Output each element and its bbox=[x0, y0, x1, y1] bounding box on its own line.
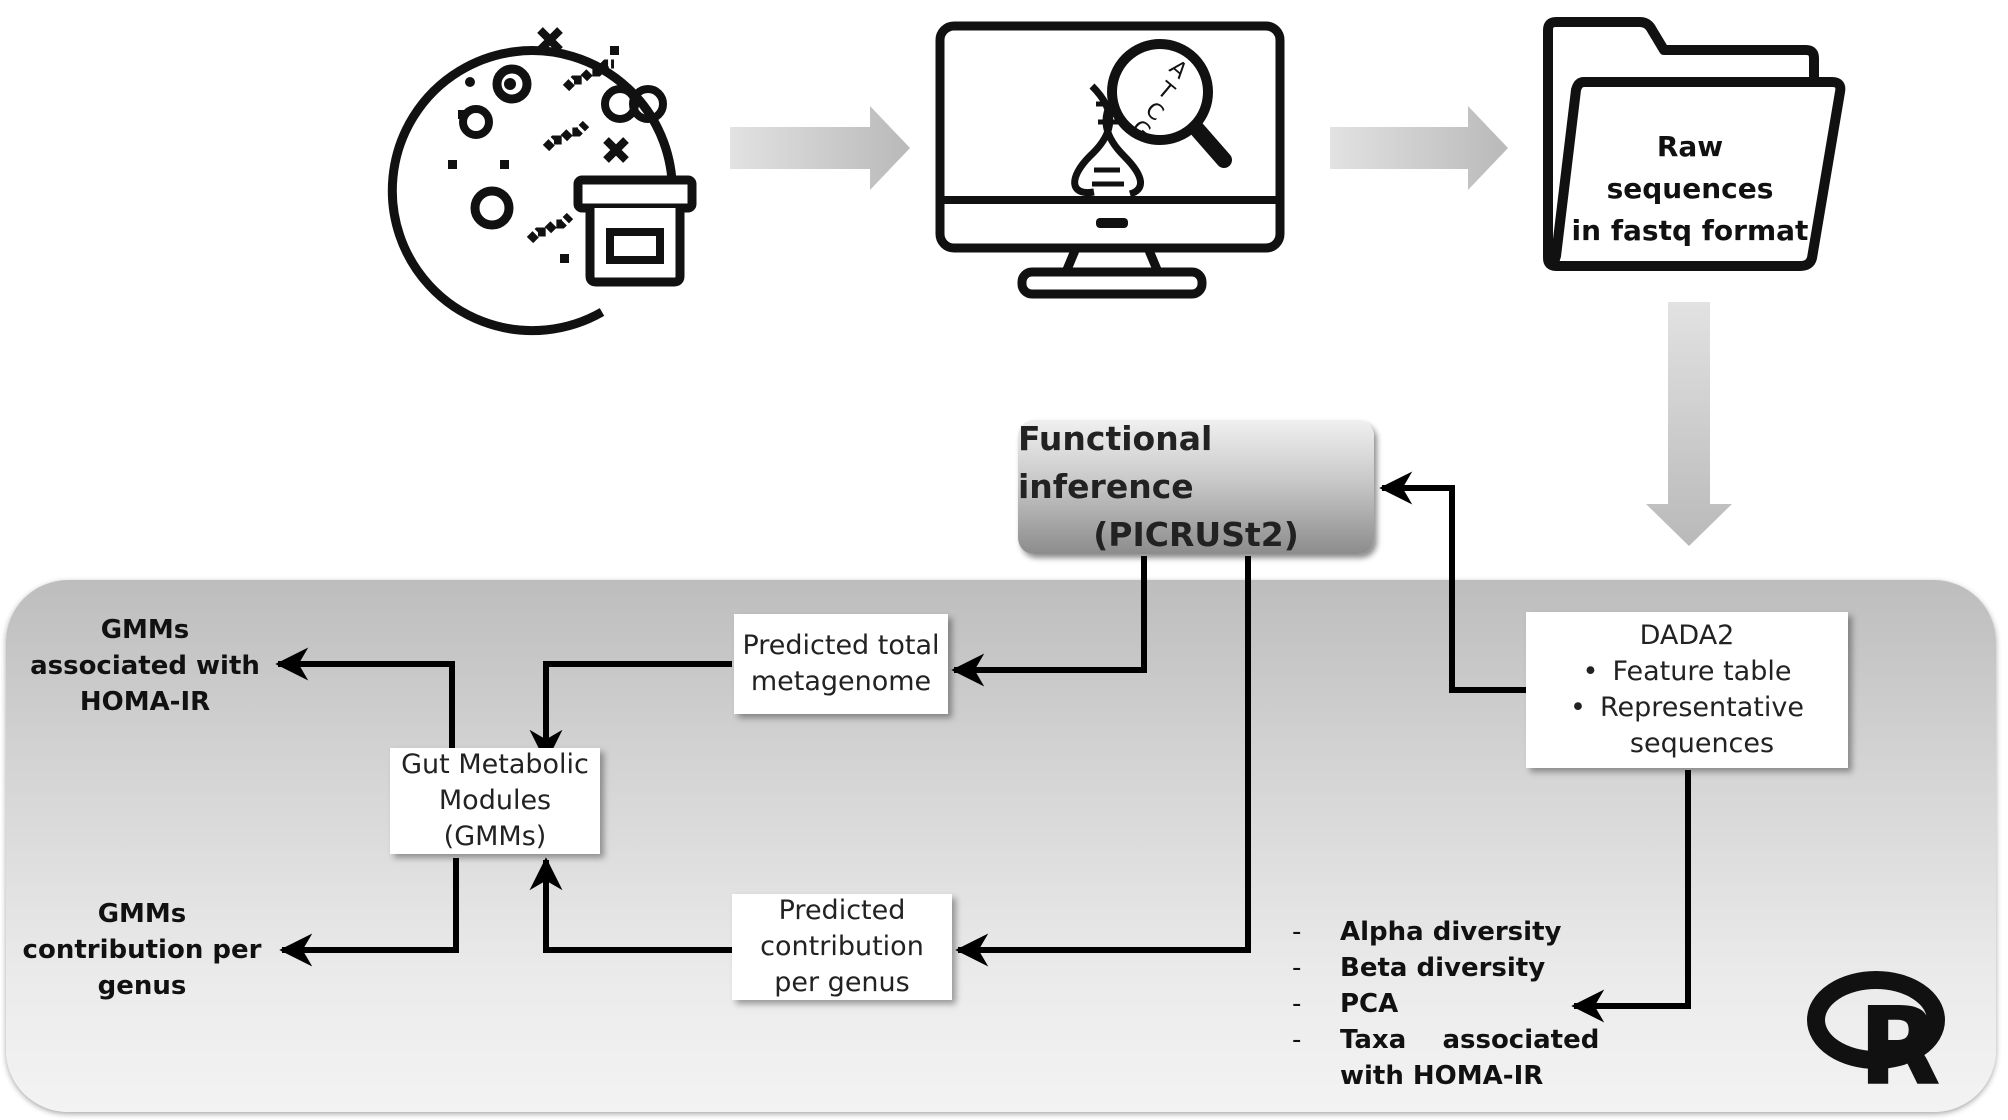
r-output-taxa-line: Taxa associated bbox=[1340, 1025, 1600, 1055]
gmm-genus-line: contribution per bbox=[22, 935, 262, 965]
predicted-contribution-line: per genus bbox=[774, 967, 910, 998]
gmm-homa-line: GMMs bbox=[100, 615, 190, 645]
dada2-item-continuation: sequences bbox=[1629, 728, 1775, 759]
arrow-dada2-to-picrust bbox=[1379, 471, 1526, 693]
flow-arrow-1 bbox=[730, 106, 910, 190]
arrow-gmm-to-homa bbox=[275, 647, 455, 748]
arrow-dada2-to-outputs bbox=[1571, 770, 1691, 1023]
r-output-item: PCA bbox=[1292, 986, 1592, 1022]
folder-icon bbox=[1543, 17, 1846, 271]
gut-metabolic-modules-box: Gut Metabolic Modules (GMMs) bbox=[390, 748, 600, 854]
functional-inference-tool: (PICRUSt2) bbox=[1093, 515, 1299, 554]
predicted-total-metagenome-box: Predicted total metagenome bbox=[734, 614, 948, 714]
gmm-box-line: Modules bbox=[438, 785, 552, 816]
r-output-item: Beta diversity bbox=[1292, 950, 1592, 986]
r-logo-letter: R bbox=[1858, 985, 1941, 1110]
arrow-gmm-to-genus bbox=[279, 858, 459, 967]
predicted-contribution-line: contribution bbox=[760, 931, 924, 962]
arrow-total-to-gmm bbox=[529, 661, 732, 763]
predicted-contribution-line: Predicted bbox=[778, 895, 906, 926]
raw-sequences-line: in fastq format bbox=[1571, 214, 1809, 247]
flow-arrow-3 bbox=[1646, 302, 1732, 546]
dada2-items: Feature table Representative bbox=[1570, 654, 1804, 726]
computer-dna-sequencing-icon: A T C G bbox=[935, 21, 1285, 299]
predicted-total-line: metagenome bbox=[750, 666, 932, 697]
stool-sample-petri-icon bbox=[387, 27, 697, 335]
r-outputs-list: Alpha diversity Beta diversity PCA Taxa … bbox=[1292, 914, 1600, 1094]
r-logo-icon: R bbox=[1807, 971, 1945, 1110]
flow-arrow-2 bbox=[1330, 106, 1508, 190]
arrow-picrust-to-total bbox=[951, 556, 1147, 687]
raw-sequences-line: Raw sequences bbox=[1606, 130, 1774, 205]
gmm-genus-line: GMMs bbox=[97, 899, 187, 929]
r-output-item: Alpha diversity bbox=[1292, 914, 1592, 950]
gmm-box-line: Gut Metabolic bbox=[401, 749, 589, 780]
functional-inference-box: Functional inference (PICRUSt2) bbox=[1018, 419, 1374, 554]
dada2-box: DADA2 Feature table Representative seque… bbox=[1526, 612, 1848, 768]
arrow-contribution-to-gmm bbox=[529, 857, 732, 953]
gmm-box-line: (GMMs) bbox=[443, 821, 547, 852]
functional-inference-title: Functional inference bbox=[1018, 419, 1213, 506]
gmm-genus-output: GMMs contribution per genus bbox=[22, 896, 262, 1004]
dada2-title: DADA2 bbox=[1639, 620, 1735, 651]
r-output-item-taxa: Taxa associated with HOMA-IR bbox=[1292, 1022, 1600, 1094]
gmm-homa-line: associated with bbox=[30, 651, 260, 681]
gmm-genus-line: genus bbox=[97, 971, 187, 1001]
gmm-homa-output: GMMs associated with HOMA-IR bbox=[30, 612, 260, 720]
dada2-item: Feature table bbox=[1570, 654, 1804, 690]
arrow-picrust-to-contribution bbox=[955, 556, 1251, 967]
r-output-taxa-line: with HOMA-IR bbox=[1340, 1061, 1544, 1091]
predicted-total-line: Predicted total bbox=[742, 630, 940, 661]
gmm-homa-line: HOMA-IR bbox=[79, 687, 211, 717]
raw-sequences-label: Raw sequences in fastq format bbox=[1570, 126, 1810, 252]
connector-arrows bbox=[275, 471, 1691, 1023]
predicted-contribution-box: Predicted contribution per genus bbox=[732, 894, 952, 1000]
dada2-item: Representative bbox=[1570, 690, 1804, 726]
